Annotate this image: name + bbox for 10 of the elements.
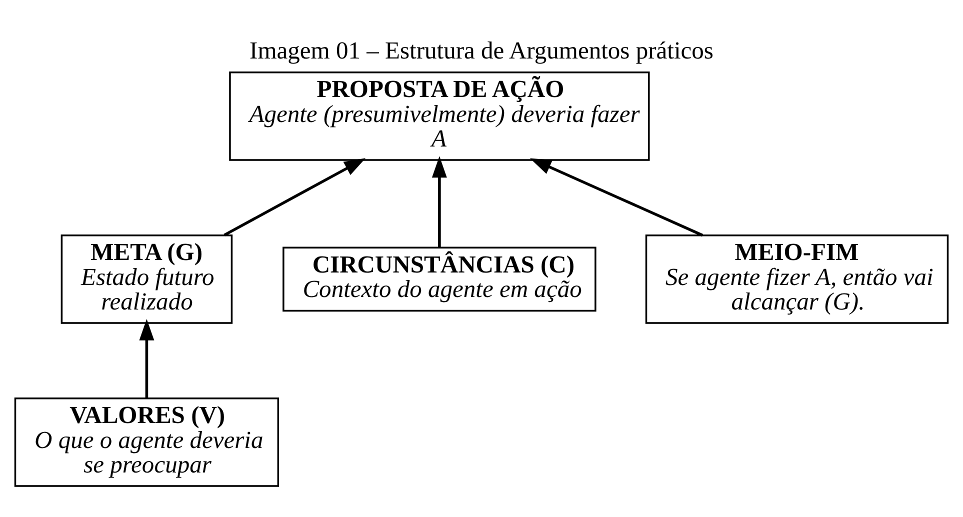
- node-box: CIRCUNSTÂNCIAS (C) Contexto do agente em ação: [282, 246, 596, 312]
- node-box: VALORES (V) O que o agente deveria se preocupar: [14, 396, 280, 486]
- node-box: PROPOSTA DE AÇÃO Agente (presumivelmente) deveria fazer A: [229, 70, 650, 160]
- node-box: META (G) Estado futuro realizado: [60, 234, 233, 324]
- diagram-title: Imagem 01 – Estrutura de Argumentos práticos: [250, 37, 714, 64]
- arrow: [224, 158, 366, 236]
- node-box: MEIO-FIM Se agente fizer A, então vai alcançar (G).: [645, 234, 949, 324]
- arrow: [139, 318, 154, 398]
- arrow: [530, 158, 704, 236]
- arrow: [432, 156, 447, 247]
